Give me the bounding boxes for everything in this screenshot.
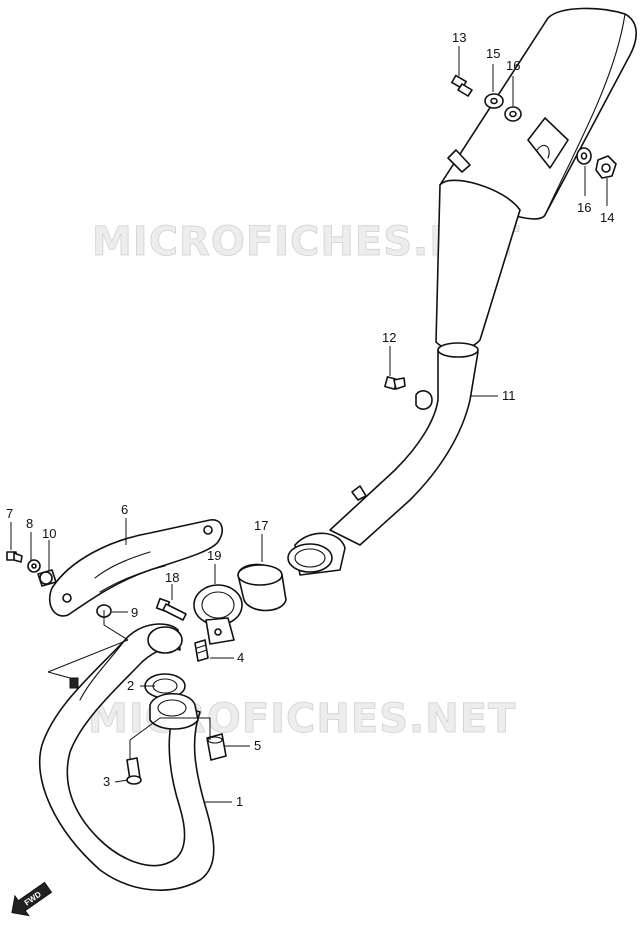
- callout-5: 5: [254, 738, 261, 753]
- gasket-17: [237, 563, 287, 612]
- callout-labels: 13 15 16 16 14 12 11 17 19 18 4 2 5 3 1 …: [6, 30, 614, 809]
- callout-1: 1: [236, 794, 243, 809]
- washer-8: [27, 559, 41, 573]
- callout-7: 7: [6, 506, 13, 521]
- callout-11: 11: [502, 388, 516, 403]
- callout-16-lower: 16: [577, 200, 591, 215]
- callout-17: 17: [254, 518, 268, 533]
- nut-14: [595, 155, 617, 179]
- stud-4: [194, 639, 209, 662]
- clamp-19: [193, 584, 243, 645]
- washer-16-lower: [576, 147, 592, 165]
- callout-18: 18: [165, 570, 179, 585]
- assembly-guide-lines: [47, 610, 211, 760]
- washer-16-upper: [504, 106, 522, 122]
- bolt-13: [451, 74, 473, 97]
- bolt-3: [126, 757, 142, 785]
- exhaust-flange: [149, 693, 199, 730]
- bolt-7: [6, 551, 23, 563]
- bolt-12: [384, 376, 406, 390]
- callout-8: 8: [26, 516, 33, 531]
- nut-5: [206, 733, 227, 761]
- bolt-18: [155, 597, 187, 621]
- leader-lines: [10, 46, 608, 803]
- callout-14: 14: [600, 210, 614, 225]
- callout-2: 2: [127, 678, 134, 693]
- callout-19: 19: [207, 548, 221, 563]
- collar-10: [37, 569, 57, 587]
- callout-13: 13: [452, 30, 466, 45]
- callout-15: 15: [486, 46, 500, 61]
- callout-3: 3: [103, 774, 110, 789]
- callout-4: 4: [237, 650, 244, 665]
- bracket-6: [48, 519, 223, 617]
- muffler-assembly: [287, 7, 637, 576]
- callout-6: 6: [121, 502, 128, 517]
- exhaust-pipe-1: [38, 623, 215, 891]
- washer-15: [484, 93, 504, 109]
- callout-9: 9: [131, 605, 138, 620]
- callout-16-upper: 16: [506, 58, 520, 73]
- fwd-arrow-icon: FWD: [11, 881, 53, 917]
- callout-12: 12: [382, 330, 396, 345]
- callout-10: 10: [42, 526, 56, 541]
